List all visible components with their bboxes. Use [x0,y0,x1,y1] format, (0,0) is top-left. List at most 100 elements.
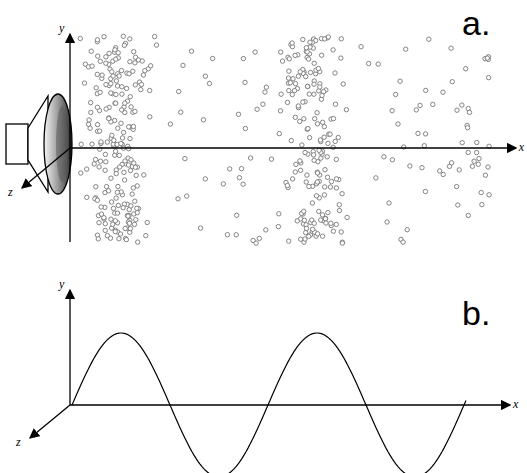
panel-letter: a. [462,6,490,40]
particle [113,229,117,233]
particle [234,233,238,237]
particle [128,168,132,172]
particle [286,76,290,80]
particle [414,108,418,112]
particle [318,85,322,89]
particle [124,86,128,90]
particle [140,59,144,63]
particle [110,133,114,137]
particle [314,194,318,198]
particle [408,164,412,168]
particle [474,150,478,154]
particle [134,218,138,222]
particle [276,224,280,228]
particle [124,237,128,241]
particle [104,55,108,59]
particle [290,41,294,45]
particle [460,141,464,145]
particle [179,110,183,114]
particle [422,144,426,148]
particle [420,166,424,170]
particle [134,173,138,177]
air-particles [78,34,491,245]
particle [264,85,268,89]
particle [117,237,121,241]
particle [340,192,344,196]
particle [113,101,117,105]
particle [133,199,137,203]
particle [339,230,343,234]
particle [374,176,378,180]
particle [328,132,332,136]
particle [139,82,143,86]
particle [117,74,121,78]
axes-b [30,290,510,438]
particle [107,116,111,120]
particle [119,121,123,125]
particle [333,71,337,75]
particle [287,239,291,243]
particle [320,120,324,124]
particle [366,61,370,65]
particle [90,64,94,68]
particle [325,155,329,159]
particle [427,37,431,41]
particle [102,35,106,39]
particle [78,36,82,40]
particle [306,84,310,88]
particle [183,156,187,160]
particle [322,125,326,129]
particle [203,177,207,181]
particle [320,93,324,97]
particle [99,212,103,216]
particle [95,38,99,42]
particle [470,164,474,168]
particle [331,48,335,52]
particle [290,177,294,181]
particle [95,105,99,109]
particle [449,46,453,50]
particle [135,206,139,210]
particle [185,194,189,198]
particle [104,160,108,164]
particle [483,173,487,177]
particle [127,125,131,129]
particle [241,182,245,186]
particle [331,229,335,233]
particle [295,219,299,223]
particle [308,40,312,44]
particle [235,213,239,217]
particle [319,53,323,57]
particle [306,126,310,130]
particle [127,221,131,225]
particle [114,196,118,200]
particle [85,195,89,199]
particle [323,185,327,189]
particle [475,140,479,144]
particle [121,130,125,134]
axis-label: y [59,22,64,34]
particle [114,57,118,61]
particle [264,228,268,232]
particle [287,88,291,92]
particle [376,62,380,66]
particle [315,180,319,184]
particle [105,233,109,237]
particle [302,209,306,213]
particle [89,110,93,114]
particle [149,64,153,68]
particle [109,81,113,85]
axis-label: x [513,398,518,410]
particle [111,206,115,210]
particle [148,115,152,119]
particle [176,197,180,201]
particle [114,92,118,96]
particle [120,92,124,96]
particle [320,234,324,238]
particle [82,81,86,85]
particle [326,141,330,145]
particle [293,115,297,119]
particle [486,75,490,79]
particle [263,90,267,94]
